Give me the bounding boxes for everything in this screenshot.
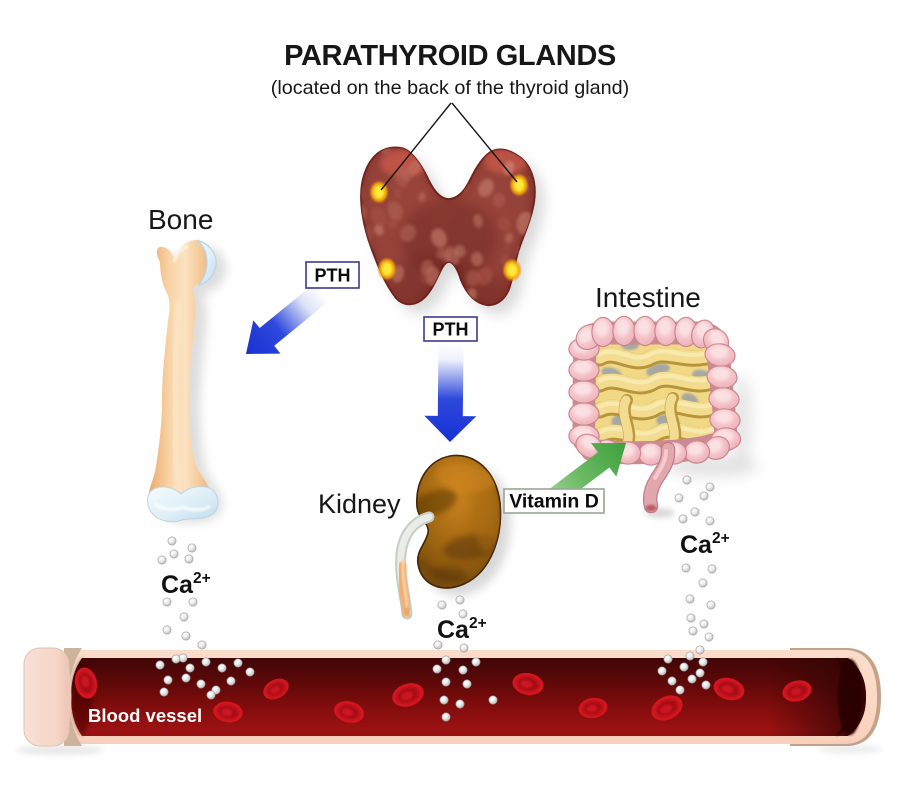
- svg-text:Kidney: Kidney: [318, 489, 401, 519]
- svg-text:Intestine: Intestine: [595, 282, 701, 313]
- svg-text:Blood vessel: Blood vessel: [88, 705, 202, 726]
- svg-text:Vitamin D: Vitamin D: [509, 491, 599, 513]
- svg-text:PTH: PTH: [433, 320, 469, 340]
- svg-text:Ca2+: Ca2+: [680, 530, 730, 559]
- svg-text:PARATHYROID GLANDS: PARATHYROID GLANDS: [284, 40, 616, 72]
- svg-text:(located on the back of the th: (located on the back of the thyroid glan…: [271, 77, 630, 99]
- svg-text:Bone: Bone: [148, 204, 213, 235]
- svg-text:PTH: PTH: [315, 266, 351, 286]
